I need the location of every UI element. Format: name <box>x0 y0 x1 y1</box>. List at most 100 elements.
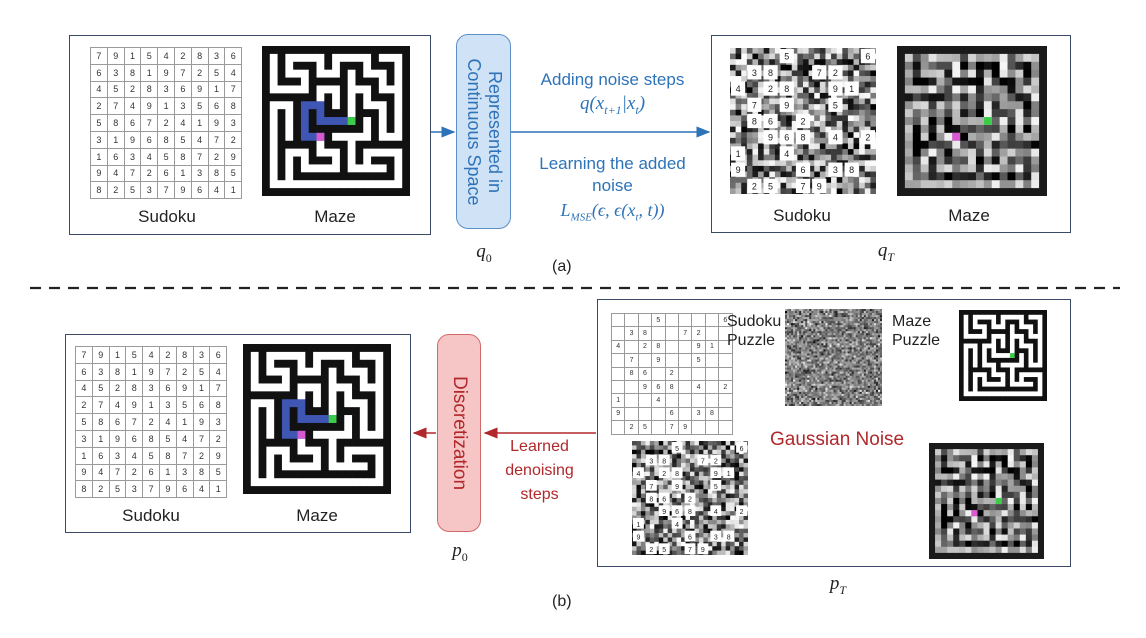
maze-tile <box>825 375 828 379</box>
maze-tile <box>849 341 852 344</box>
maze-tile <box>787 369 790 372</box>
maze-tile <box>837 389 840 393</box>
maze-tile <box>734 462 740 468</box>
maze-tile <box>819 399 822 403</box>
maze-tile <box>983 85 993 94</box>
maze-tile <box>975 132 985 142</box>
maze-tile <box>785 345 788 348</box>
maze-tile <box>763 165 770 172</box>
maze-tile <box>797 363 800 366</box>
maze-tile <box>363 46 372 55</box>
maze-tile <box>632 454 637 459</box>
maze-tile <box>269 69 278 78</box>
maze-tile <box>316 69 325 78</box>
maze-tile <box>873 341 877 344</box>
maze-tile <box>367 407 376 416</box>
maze-tile <box>787 365 790 368</box>
maze-tile <box>843 311 846 314</box>
maze-tile <box>801 343 804 346</box>
maze-tile <box>1000 348 1006 354</box>
maze-tile <box>797 309 800 312</box>
maze-tile <box>853 149 860 155</box>
maze-tile <box>811 395 814 399</box>
maze-tile <box>928 101 937 110</box>
maze-tile <box>258 367 267 376</box>
maze-tile <box>694 467 700 472</box>
maze-tile <box>1037 377 1043 383</box>
maze-tile <box>855 327 859 330</box>
maze-tile <box>289 438 298 448</box>
sudoku-cell: 8 <box>704 406 720 422</box>
maze-tile <box>785 365 788 368</box>
maze-tile <box>347 188 356 196</box>
maze-tile <box>394 69 403 78</box>
maze-tile <box>999 188 1008 196</box>
maze-tile <box>1019 372 1025 378</box>
maze-tile <box>812 178 827 193</box>
maze-tile <box>803 149 809 155</box>
maze-tile <box>859 339 863 342</box>
maze-tile <box>1009 314 1015 320</box>
maze-tile <box>849 359 852 362</box>
maze-tile <box>859 381 863 385</box>
maze-tile <box>853 317 857 320</box>
maze-tile <box>851 377 855 381</box>
maze-tile <box>785 347 788 350</box>
maze-tile <box>793 349 796 352</box>
maze-tile <box>841 323 844 326</box>
maze-tile <box>793 333 796 336</box>
maze-tile <box>861 347 865 350</box>
maze-tile <box>807 365 810 368</box>
maze-tile <box>815 317 818 320</box>
maze-tile <box>807 337 810 340</box>
maze-tile <box>841 335 844 338</box>
maze-tile <box>785 351 788 354</box>
sudoku-cell <box>610 420 626 435</box>
maze-tile <box>797 395 800 399</box>
maze-tile <box>1007 148 1016 157</box>
maze-tile <box>795 399 798 403</box>
maze-tile <box>873 403 877 406</box>
maze-tile <box>386 140 395 150</box>
maze-tile <box>289 359 298 369</box>
maze-tile <box>815 329 818 332</box>
maze-tile <box>640 476 646 481</box>
maze-tile <box>959 367 965 373</box>
maze-tile <box>795 401 798 405</box>
maze-tile <box>815 333 818 336</box>
maze-tile <box>817 313 820 316</box>
maze-tile <box>813 355 816 358</box>
maze-tile <box>815 365 818 368</box>
maze-tile <box>853 121 860 127</box>
maze-tile <box>944 46 953 55</box>
maze-tile <box>735 53 742 60</box>
maze-tile <box>799 401 802 405</box>
sudoku-cell: 8 <box>800 133 805 143</box>
maze-tile <box>747 97 762 112</box>
maze-tile <box>841 365 844 368</box>
maze-tile <box>975 53 985 63</box>
maze-tile <box>793 393 796 397</box>
maze-tile <box>795 162 811 177</box>
maze-tile <box>795 385 798 389</box>
maze-tile <box>829 333 832 336</box>
maze-solution-a <box>262 46 410 196</box>
maze-tile <box>793 353 796 356</box>
maze-tile <box>819 317 822 320</box>
maze-tile <box>803 383 806 387</box>
maze-tile <box>877 347 881 350</box>
maze-tile <box>833 361 836 364</box>
maze-tile <box>803 367 806 370</box>
maze-tile <box>835 343 838 346</box>
maze-tile <box>871 335 875 338</box>
maze-tile <box>861 325 865 328</box>
maze-tile <box>877 309 881 312</box>
maze-tile <box>835 347 838 350</box>
maze-tile <box>1033 310 1039 316</box>
maze-tile <box>1000 391 1006 397</box>
maze-tile <box>855 399 859 403</box>
maze-tile <box>877 331 881 334</box>
maze-tile <box>328 344 337 353</box>
maze-tile <box>787 345 790 348</box>
maze-tile <box>813 343 816 346</box>
